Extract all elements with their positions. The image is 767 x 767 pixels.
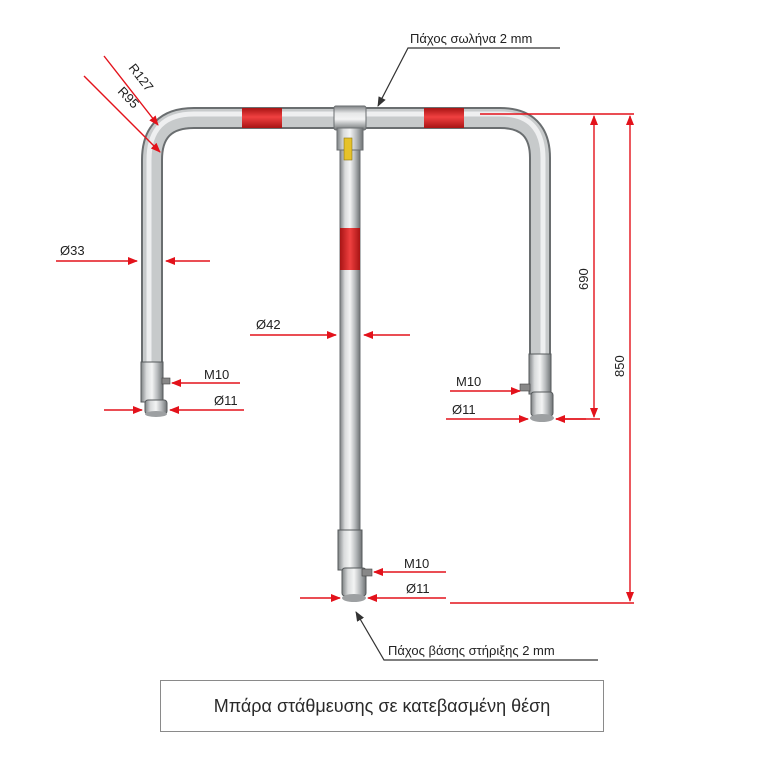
pipe-thickness-leader	[377, 47, 560, 107]
base-thickness-leader	[355, 611, 598, 661]
leader-lines	[355, 47, 598, 661]
d11-left-label: Ø11	[214, 393, 238, 408]
d11-center-label: Ø11	[406, 581, 430, 596]
m10-left-label: M10	[204, 367, 229, 382]
caption-box: Μπάρα στάθμευσης σε κατεβασμένη θέση	[160, 680, 604, 732]
dimension-lines	[56, 55, 634, 604]
m10-center-label: M10	[404, 556, 429, 571]
d33-label: Ø33	[60, 243, 85, 258]
warning-sticker	[343, 137, 353, 161]
pipe-thickness-label: Πάχος σωλήνα 2 mm	[410, 31, 532, 46]
r127-arrow	[103, 55, 159, 126]
t-junction-sleeve	[333, 105, 367, 131]
caption-text: Μπάρα στάθμευσης σε κατεβασμένη θέση	[213, 695, 551, 716]
left-foot	[140, 361, 171, 417]
center-pipe	[339, 121, 361, 541]
h850-label: 850	[612, 355, 627, 377]
r95-arrow	[83, 75, 161, 153]
reflective-band-center	[340, 228, 360, 270]
r95-label: R95	[115, 84, 142, 112]
reflective-band-right	[424, 108, 464, 128]
u-frame-highlight	[146, 111, 546, 398]
barrier-frame	[140, 105, 554, 602]
right-foot	[519, 353, 554, 422]
dimension-labels: Πάχος σωλήνα 2 mm Πάχος βάσης στήριξης 2…	[60, 31, 627, 658]
m10-right-label: M10	[456, 374, 481, 389]
reflective-band-left	[242, 108, 282, 128]
d42-label: Ø42	[256, 317, 281, 332]
d11-right-label: Ø11	[452, 402, 476, 417]
center-foot	[337, 529, 373, 602]
base-thickness-label: Πάχος βάσης στήριξης 2 mm	[388, 643, 555, 658]
h690-label: 690	[576, 268, 591, 290]
